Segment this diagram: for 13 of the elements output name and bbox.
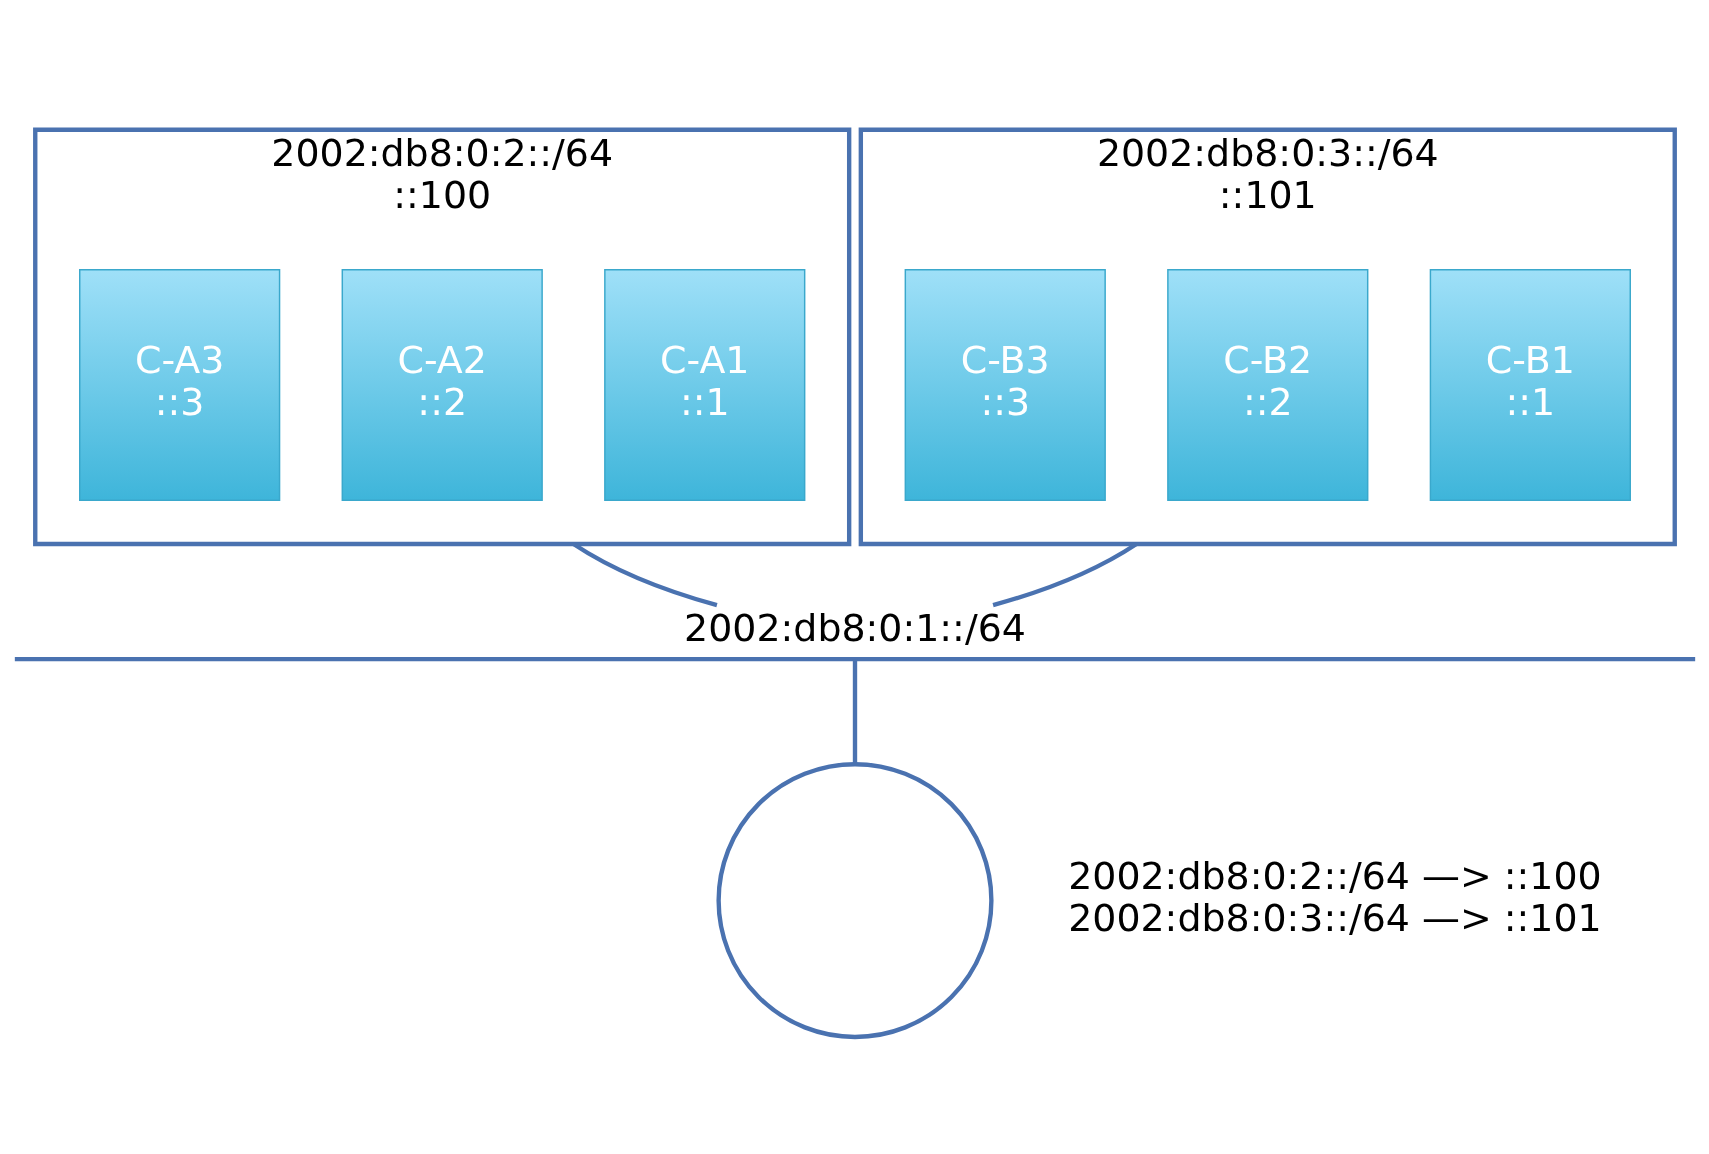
node-box: C-A3 ::3 — [78, 268, 280, 501]
connector — [571, 541, 718, 607]
connector — [852, 659, 857, 764]
node-text: 2002:db8:0:1::/64 — [683, 605, 1026, 650]
node-label: 2002:db8:0:2::/64 —> ::100 — [1067, 853, 1602, 898]
node-box: C-A1 ::1 — [603, 268, 805, 501]
node-box: C-B2 ::2 — [1166, 268, 1368, 501]
node-box: C-B1 ::1 — [1429, 268, 1631, 501]
connector — [991, 541, 1138, 607]
node-box: C-B3 ::3 — [904, 268, 1106, 501]
node-circle — [715, 761, 994, 1039]
node-label: 2002:db8:0:3::/64 —> ::101 — [1067, 895, 1602, 940]
node-box: C-A2 ::2 — [341, 268, 543, 501]
